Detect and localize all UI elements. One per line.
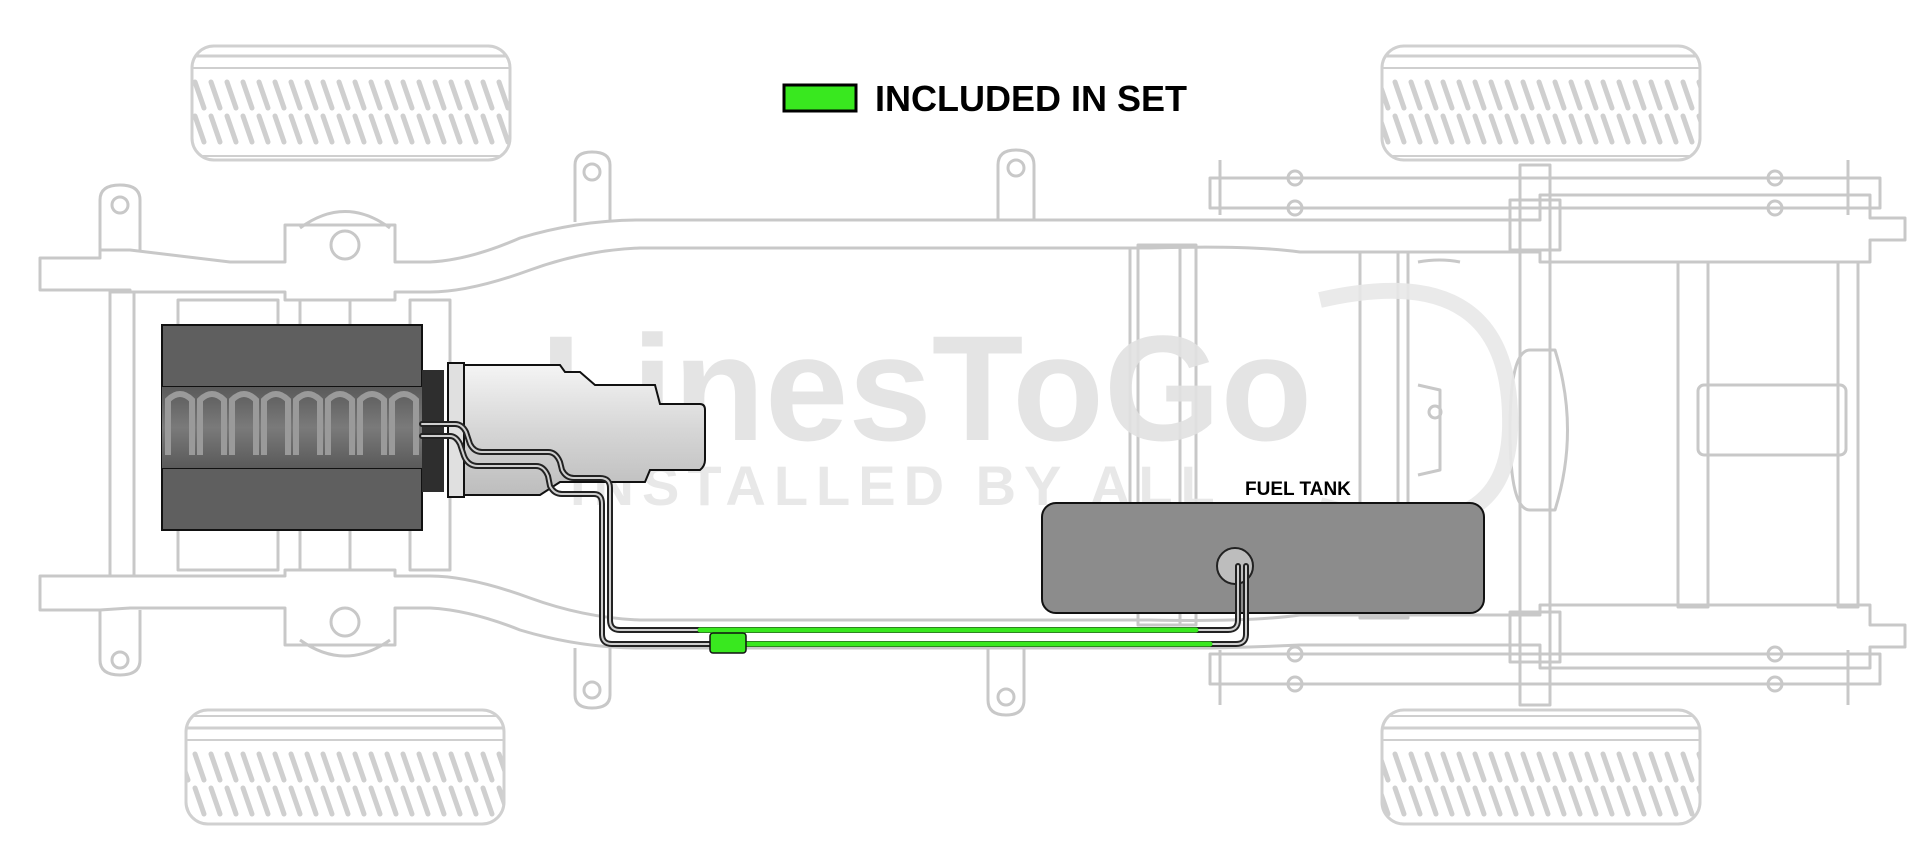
fuel-line-dark [419,421,1249,647]
fuel-tank-label: FUEL TANK [1245,479,1351,500]
tire-icon [1380,44,1702,162]
engine-icon [161,324,444,531]
transmission [447,362,706,498]
tire-icon [184,708,506,826]
tire-icon [1380,708,1702,826]
fuel-tank-icon [1041,502,1485,614]
included-fuel-line [697,627,1213,647]
legend: INCLUDED IN SET [782,78,1187,119]
tire-icon [190,44,512,162]
fuel-filter-icon [709,632,747,654]
legend-label: INCLUDED IN SET [875,78,1187,119]
legend-swatch [782,83,858,113]
